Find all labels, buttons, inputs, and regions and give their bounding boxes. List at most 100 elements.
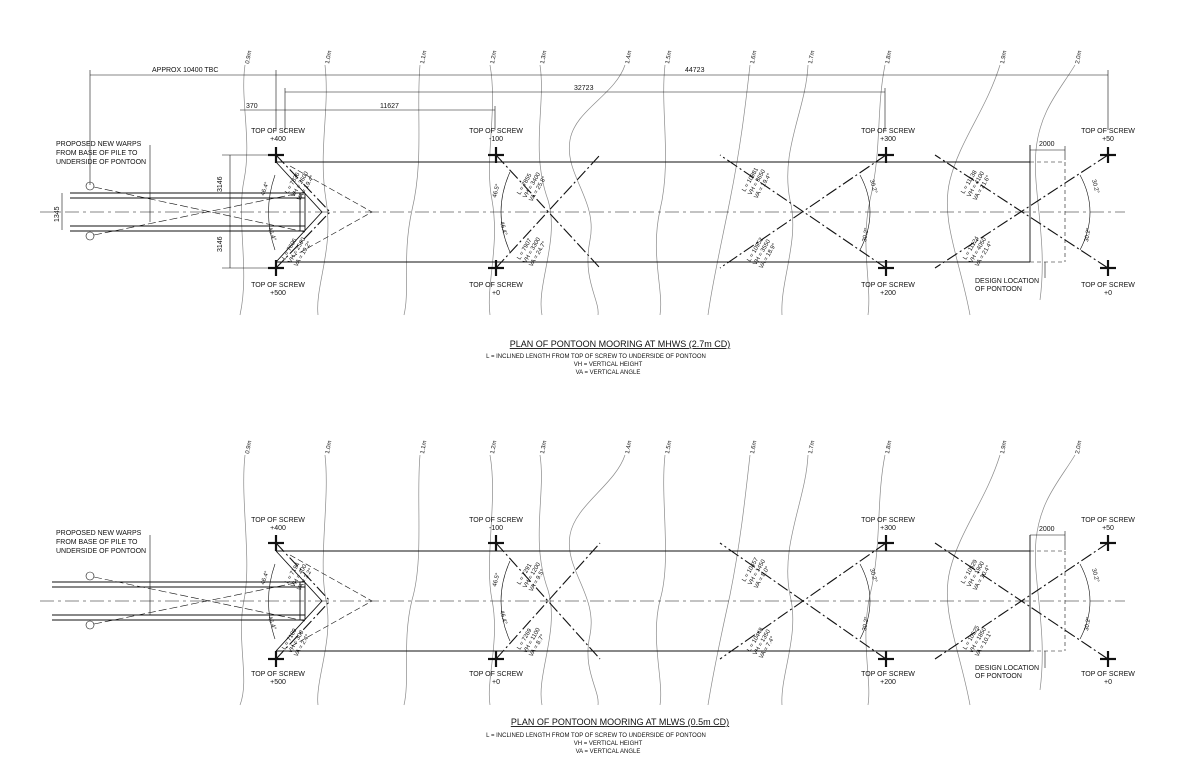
angle-label: 46.4° <box>498 610 508 626</box>
angle-arcs <box>268 171 1091 253</box>
chain-annotation: L = 10457VH = 1450VA = 8.0° <box>742 555 774 590</box>
contour-label: 1.8m <box>885 440 893 454</box>
chain-annotation: L = 7836VH = 2600VA = 19.4° <box>285 167 317 202</box>
pontoon-outline <box>40 535 1125 668</box>
contour-label: 1.2m <box>490 440 498 454</box>
angle-label: 46.4° <box>498 221 508 237</box>
dim-32723-label: 32723 <box>574 85 594 92</box>
screw-cross-icon <box>268 535 284 551</box>
screw-label: TOP OF SCREW+200 <box>861 282 915 297</box>
dim-11627-label: 11627 <box>380 103 399 110</box>
screw-label: TOP OF SCREW+300 <box>861 517 915 532</box>
contour-label: 1.7m <box>808 50 816 64</box>
angle-labels: 46.4° 46.4° 46.5° 46.4° 30.2° 30.2° 30.2… <box>260 568 1099 632</box>
contour-label: 1.5m <box>665 440 673 454</box>
plan-mhws: 0.9m 1.0m 1.1m 1.2m 1.3m 1.4m 1.5m 1.6m … <box>40 50 1135 376</box>
screw-label: TOP OF SCREW+0 <box>1081 282 1135 297</box>
mooring-chains <box>275 154 1109 269</box>
chain-annotation: L = 7855VH = 3400VA = 25.8° <box>517 168 549 203</box>
contour-label: 1.3m <box>540 50 548 64</box>
screw-cross-icon <box>1100 651 1116 667</box>
screw-cross-icon <box>878 147 894 163</box>
screw-markers <box>268 147 1116 276</box>
chain-annotation: L = 10952VH = 3550VA = 18.9° <box>747 235 779 270</box>
screw-label: TOP OF SCREW+400 <box>251 128 305 143</box>
angle-label: 46.5° <box>492 572 502 588</box>
chain-annotation: L = 7291VH = 1200VA = 9.5° <box>517 558 549 593</box>
plan-note: VA = VERTICAL ANGLE <box>576 370 641 376</box>
screw-label: TOP OF SCREW+200 <box>861 671 915 686</box>
dim-44723-label: 44723 <box>685 67 705 74</box>
contour-labels: 0.9m 1.0m 1.1m 1.2m 1.3m 1.4m 1.5m 1.6m … <box>245 50 1083 64</box>
chain-annotation: L = 7194VH = 400VA = 3.2° <box>285 560 315 592</box>
screw-labels: TOP OF SCREW+400 TOP OF SCREW+500 TOP OF… <box>251 517 1135 686</box>
angle-label: 30.2° <box>868 179 878 195</box>
contour-label: 1.6m <box>750 440 758 454</box>
plan-note: VH = VERTICAL HEIGHT <box>574 741 643 747</box>
chain-annotation: L = 11124VH = 4050VA = 21.4° <box>963 233 995 268</box>
angle-arcs <box>268 560 1091 642</box>
screw-label: TOP OF SCREW+50 <box>1081 517 1135 532</box>
chain-annotation: L = 7606VH = 2500VA = 19.2° <box>282 233 314 268</box>
plan-title: PLAN OF PONTOON MOORING AT MLWS (0.5m CD… <box>511 717 729 727</box>
chain-annotations: L = 7836VH = 2600VA = 19.4° L = 7606VH =… <box>282 166 995 270</box>
angle-label: 30.2° <box>1084 616 1092 631</box>
mooring-chains <box>275 542 1109 660</box>
contour-label: 1.4m <box>625 50 633 64</box>
contour-label: 2.0m <box>1075 50 1083 64</box>
contour-label: 1.1m <box>420 440 428 454</box>
pontoon-outline <box>40 145 1125 278</box>
angle-label: 46.5° <box>492 183 502 199</box>
screw-label: TOP OF SCREW+400 <box>251 517 305 532</box>
plan-note: VH = VERTICAL HEIGHT <box>574 362 643 368</box>
contour-label: 1.4m <box>625 440 633 454</box>
plan-note: L = INCLINED LENGTH FROM TOP OF SCREW TO… <box>486 354 706 360</box>
chain-annotation: L = 7269VH = 1100VA = 8.7° <box>517 623 549 658</box>
angle-label: 46.4° <box>260 570 271 586</box>
dim-2000-label: 2000 <box>1039 141 1055 148</box>
screw-label: TOP OF SCREW+0 <box>1081 671 1135 686</box>
screw-cross-icon <box>1100 535 1116 551</box>
screw-cross-icon <box>878 651 894 667</box>
dim-3146-label: 3146 <box>217 236 224 252</box>
angle-label: 30.2° <box>862 616 870 631</box>
screw-cross-icon <box>878 535 894 551</box>
dim-370-label: 370 <box>246 103 258 110</box>
dimension-lines <box>61 70 1109 269</box>
contour-label: 1.9m <box>1000 50 1008 64</box>
chain-annotation: L = 10448VH = 1350VA = 7.4° <box>747 625 779 660</box>
dim-1345-label: 1345 <box>54 206 61 222</box>
screw-label: TOP OF SCREW-100 <box>469 517 523 532</box>
dim-approx-label: APPROX 10400 TBC <box>152 67 218 74</box>
angle-label: 30.2° <box>1084 227 1092 242</box>
contour-label: 1.7m <box>808 440 816 454</box>
contour-label: 1.0m <box>325 440 333 454</box>
screw-cross-icon <box>268 260 284 276</box>
chain-annotations: L = 7194VH = 400VA = 3.2° L = 7189VH = 3… <box>282 555 995 660</box>
screw-cross-icon <box>878 260 894 276</box>
screw-cross-icon <box>268 651 284 667</box>
angle-labels: 46.4° 46.4° 46.5° 46.4° 30.2° 30.2° 30.2… <box>260 179 1099 243</box>
plan-note: VA = VERTICAL ANGLE <box>576 749 641 755</box>
contour-label: 1.8m <box>885 50 893 64</box>
contour-label: 1.5m <box>665 50 673 64</box>
contour-labels: 0.9m 1.0m 1.1m 1.2m 1.3m 1.4m 1.5m 1.6m … <box>245 440 1083 454</box>
screw-label: TOP OF SCREW+0 <box>469 282 523 297</box>
dim-3146-label: 3146 <box>217 176 224 192</box>
screw-cross-icon <box>488 535 504 551</box>
plan-note: L = INCLINED LENGTH FROM TOP OF SCREW TO… <box>486 733 706 739</box>
plan-title: PLAN OF PONTOON MOORING AT MHWS (2.7m CD… <box>510 339 731 349</box>
chain-annotation: L = 7189VH = 300VA = 2.4° <box>282 626 312 658</box>
contour-label: 1.3m <box>540 440 548 454</box>
screw-cross-icon <box>268 147 284 163</box>
contour-label: 2.0m <box>1075 440 1083 454</box>
contour-label: 1.1m <box>420 50 428 64</box>
angle-label: 30.2° <box>862 227 870 242</box>
screw-cross-icon <box>488 260 504 276</box>
screw-cross-icon <box>488 651 504 667</box>
contour-label: 1.2m <box>490 50 498 64</box>
screw-cross-icon <box>1100 260 1116 276</box>
